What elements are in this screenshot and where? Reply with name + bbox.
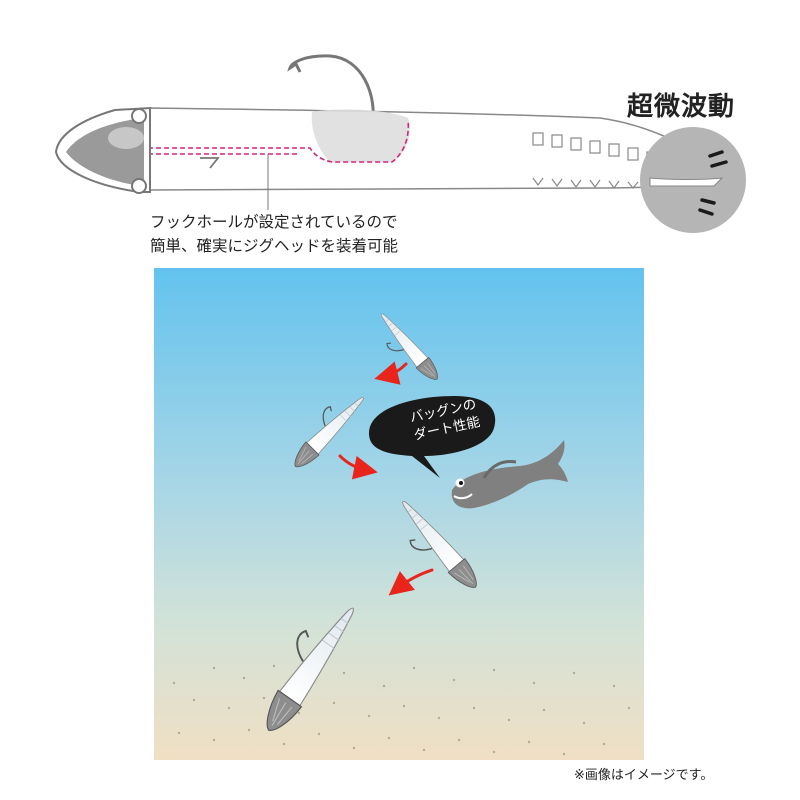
ultra-fine-wave-title: 超微波動 xyxy=(627,92,736,122)
arrow-1 xyxy=(374,361,408,385)
hook-hole-guide xyxy=(148,119,410,163)
water-background xyxy=(154,268,644,760)
image-disclaimer: ※画像はイメージです。 xyxy=(574,768,714,783)
underwater-scene xyxy=(154,268,644,760)
hook-hole-note-line2: 簡単、確実にジグヘッドを装着可能 xyxy=(150,237,399,255)
goby-fish-icon xyxy=(451,440,568,509)
dart-direction-arrows xyxy=(338,361,434,596)
hook-icon xyxy=(287,54,375,129)
hook-hole-note: フックホールが設定されているので 簡単、確実にジグヘッドを装着可能 xyxy=(150,210,398,258)
vibration-marks xyxy=(698,150,728,216)
arrow-3 xyxy=(388,568,434,596)
lure-cross-section-diagram xyxy=(54,54,746,233)
arrow-2 xyxy=(338,454,378,480)
hook-hole-note-line1: フックホールが設定されているので xyxy=(150,213,398,231)
speech-bubble xyxy=(369,396,496,478)
